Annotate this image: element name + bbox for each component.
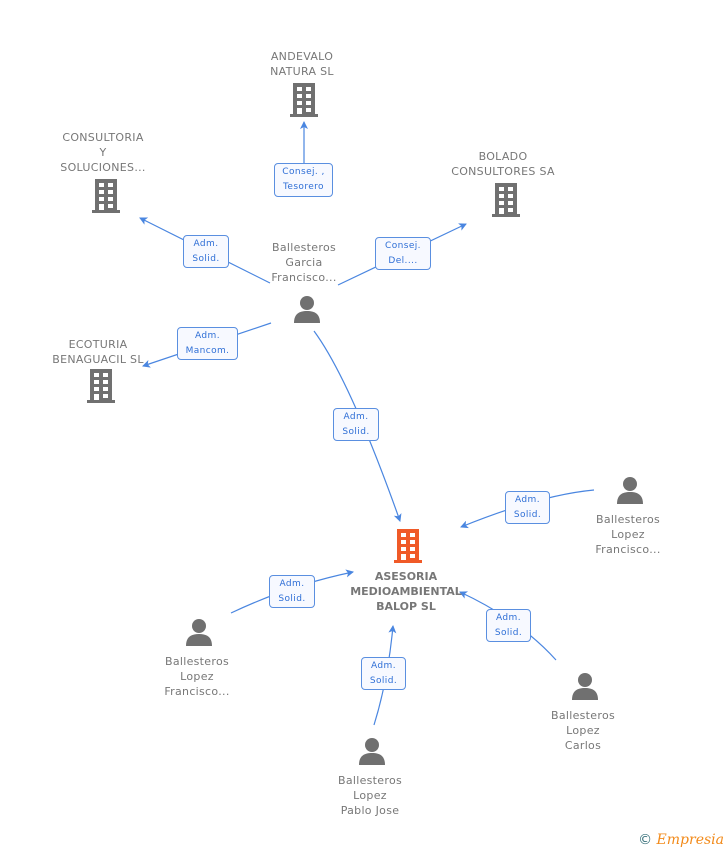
label-line: ECOTURIA [68, 338, 128, 351]
relation-line: Adm. [279, 579, 305, 589]
relation-label[interactable]: Adm. Solid. [269, 575, 315, 608]
copyright-symbol: © [638, 832, 653, 848]
relation-line: Solid. [369, 676, 398, 686]
label-line: Francisco... [271, 271, 337, 284]
relation-line: Solid. [192, 254, 220, 264]
relation-line: Solid. [342, 427, 370, 437]
label-line: Lopez [180, 670, 214, 683]
relation-label[interactable]: Adm. Solid. [505, 491, 550, 524]
label-line: Francisco... [164, 685, 230, 698]
node-ecoturia-label[interactable]: ECOTURIA BENAGUACIL SL [52, 337, 144, 367]
relation-line: Consej. [385, 241, 421, 251]
label-line: ANDEVALO [270, 50, 334, 63]
relation-label[interactable]: Adm. Solid. [333, 408, 379, 441]
relation-line: Adm. [515, 495, 540, 505]
relation-line: Adm. [371, 661, 396, 671]
relation-line: Adm. [496, 613, 521, 623]
node-main-label[interactable]: ASESORIA MEDIOAMBIENTAL BALOP SL [350, 569, 462, 614]
label-line: Ballesteros [595, 513, 661, 526]
label-line: Ballesteros [337, 774, 403, 787]
relation-line: Mancom. [185, 346, 230, 356]
building-icon[interactable] [289, 83, 319, 121]
label-line: CONSULTORIA [62, 131, 144, 144]
node-consultoria-label[interactable]: CONSULTORIA Y SOLUCIONES... [60, 130, 145, 175]
relation-line: Adm. [343, 412, 369, 422]
relation-label[interactable]: Consej. Del.... [375, 237, 431, 270]
person-icon[interactable] [185, 618, 213, 650]
label-line: Garcia [285, 256, 323, 269]
relation-label[interactable]: Adm. Mancom. [177, 327, 238, 360]
label-line: Carlos [564, 739, 602, 752]
node-bolado-label[interactable]: BOLADO CONSULTORES SA [451, 149, 555, 179]
edge-garcia-main [313, 330, 402, 522]
main-company-building-icon[interactable] [392, 529, 424, 567]
relation-line: Solid. [513, 510, 542, 520]
label-line: ASESORIA [374, 570, 438, 583]
label-line: Ballesteros [550, 709, 616, 722]
label-line: NATURA SL [270, 65, 334, 78]
relation-label[interactable]: Adm. Solid. [486, 609, 531, 642]
person-icon[interactable] [571, 672, 599, 704]
person-icon[interactable] [293, 295, 321, 327]
label-line: Lopez [566, 724, 600, 737]
relation-label[interactable]: Adm. Solid. [361, 657, 406, 690]
label-line: Ballesteros [164, 655, 230, 668]
building-icon[interactable] [91, 179, 121, 217]
label-line: Ballesteros [271, 241, 337, 254]
relation-line: Solid. [494, 628, 523, 638]
label-line: Pablo Jose [340, 804, 400, 817]
relation-line: Del.... [388, 256, 418, 266]
building-icon[interactable] [86, 369, 116, 407]
label-line: Francisco... [595, 543, 661, 556]
label-line: Lopez [353, 789, 387, 802]
relation-line: Solid. [278, 594, 306, 604]
node-andevalo-label[interactable]: ANDEVALO NATURA SL [270, 49, 334, 79]
relation-line: Adm. [195, 331, 220, 341]
label-line: CONSULTORES SA [451, 165, 555, 178]
label-line: BOLADO [478, 150, 528, 163]
label-line: BENAGUACIL SL [52, 353, 144, 366]
relation-line: Consej. , [282, 167, 325, 177]
empresia-watermark: © Empresia [638, 832, 724, 848]
label-line: MEDIOAMBIENTAL [350, 585, 462, 598]
label-line: Y [99, 146, 107, 159]
person-icon[interactable] [616, 476, 644, 508]
label-line: Lopez [611, 528, 645, 541]
relation-line: Tesorero [283, 182, 324, 192]
relation-line: Adm. [193, 239, 219, 249]
label-line: BALOP SL [376, 600, 436, 613]
brand-logo: Empresia [656, 832, 724, 848]
label-line: SOLUCIONES... [60, 161, 146, 174]
person-icon[interactable] [358, 737, 386, 769]
building-icon[interactable] [491, 183, 521, 221]
relation-label[interactable]: Consej. , Tesorero [274, 163, 333, 197]
relation-label[interactable]: Adm. Solid. [183, 235, 229, 268]
